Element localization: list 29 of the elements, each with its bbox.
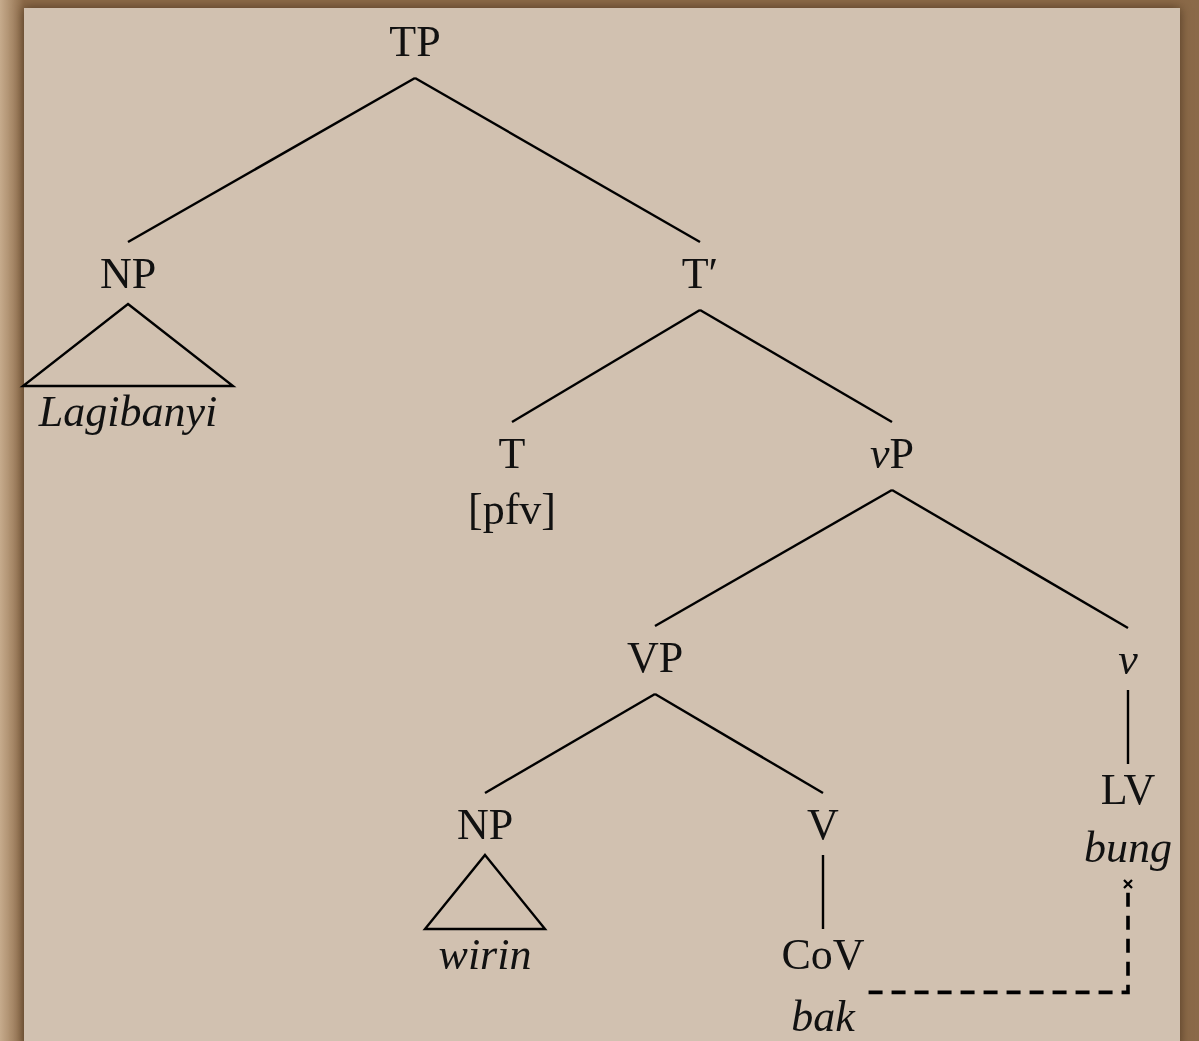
tree-branch (654, 692, 824, 795)
tree-branch (699, 308, 893, 424)
tree-branch (654, 488, 893, 628)
tree-branch (511, 308, 701, 424)
node-label: vP (870, 432, 914, 476)
node-label: LV (1100, 768, 1156, 812)
node-label: NP (99, 252, 157, 296)
node-label: CoV (781, 933, 865, 977)
movement-line (868, 878, 1134, 995)
tree-branch (484, 692, 656, 795)
tree-branch (891, 488, 1129, 630)
tree-branch (1126, 690, 1130, 764)
node-label: VP (626, 636, 684, 680)
tree-branch (414, 76, 701, 244)
node-label: V (807, 803, 839, 847)
node-label: T (498, 432, 526, 476)
node-label: TP (389, 20, 441, 64)
node-label: wirin (438, 933, 532, 977)
node-label: T′ (681, 252, 719, 296)
node-label: bung (1084, 826, 1172, 870)
tree-branch (127, 76, 416, 244)
node-label: bak (791, 995, 855, 1039)
node-label: Lagibanyi (38, 390, 218, 434)
tree-branch (821, 855, 825, 929)
triangle-roof (19, 302, 237, 388)
node-label: NP (456, 803, 514, 847)
node-label: v (1118, 638, 1138, 682)
node-label: [pfv] (468, 488, 556, 532)
triangle-roof (422, 853, 548, 931)
